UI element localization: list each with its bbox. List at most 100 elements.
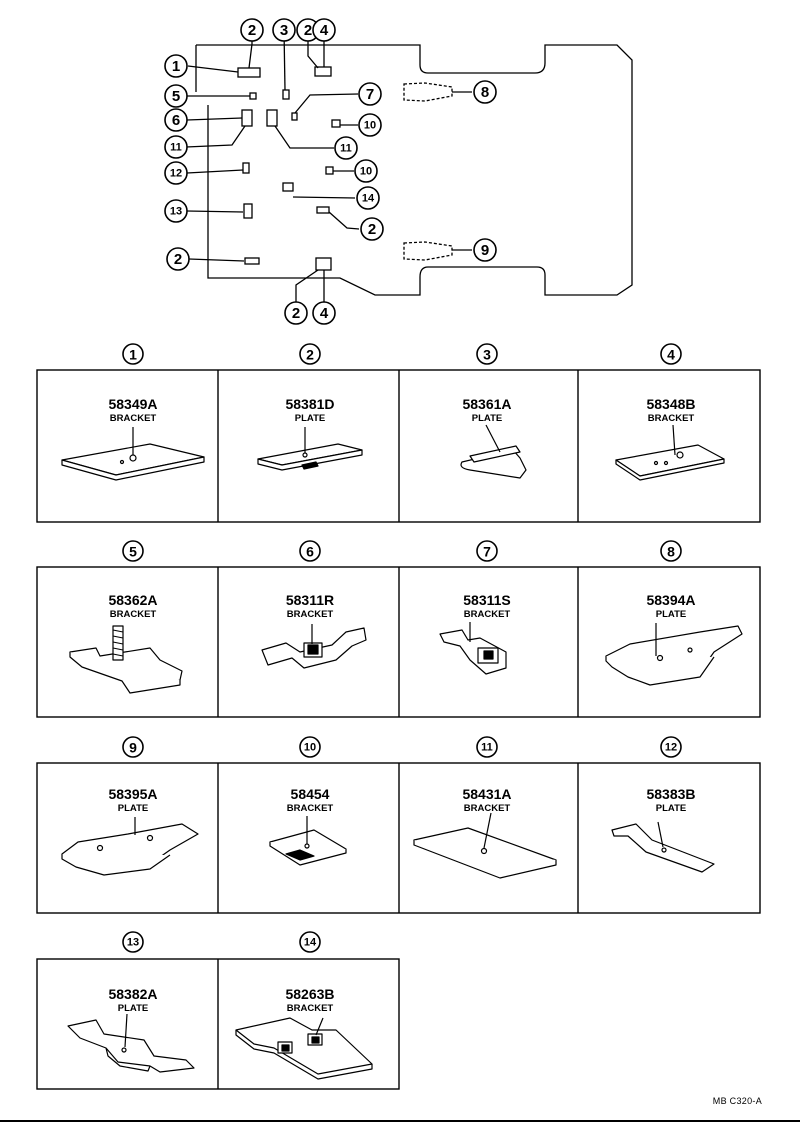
marker-part-8 xyxy=(403,82,453,102)
callout-2: 2 xyxy=(240,18,264,42)
part-heading-circle xyxy=(660,343,682,365)
part-6-drawing xyxy=(261,624,367,669)
callout-2: 2 xyxy=(296,18,320,42)
callout-number: 2 xyxy=(292,305,300,322)
callout-circle xyxy=(312,18,336,42)
part-code: 58454 xyxy=(291,786,330,802)
callout-number: 2 xyxy=(248,22,256,39)
part-code: 58311S xyxy=(463,592,511,608)
part-8-drawing xyxy=(605,623,743,686)
callout-number: 13 xyxy=(170,206,182,218)
callout-number: 4 xyxy=(320,22,329,39)
part-heading-number: 1 xyxy=(129,347,137,363)
part-heading-circle xyxy=(299,736,321,758)
part-7-drawing xyxy=(439,622,507,675)
marker-part-4-bottom xyxy=(315,257,332,271)
part-heading-number: 2 xyxy=(306,347,314,363)
part-code: 58348B xyxy=(646,396,695,412)
part-13-drawing xyxy=(67,1013,195,1073)
part-code: 58383B xyxy=(646,786,695,802)
part-name: PLATE xyxy=(118,803,148,814)
part-name: BRACKET xyxy=(110,609,157,620)
part-heading-circle xyxy=(476,540,498,562)
callout-number: 12 xyxy=(170,168,182,180)
part-heading-number: 7 xyxy=(483,544,491,560)
callout-circle xyxy=(240,18,264,42)
part-name: PLATE xyxy=(472,413,502,424)
callout-circle xyxy=(164,108,188,132)
part-name: PLATE xyxy=(295,413,325,424)
callout-circle xyxy=(334,136,358,160)
callout-circle xyxy=(164,199,188,223)
part-code: 58349A xyxy=(108,396,157,412)
callout-11: 11 xyxy=(334,136,358,160)
part-5-drawing xyxy=(69,625,183,694)
part-heading-circle xyxy=(299,343,321,365)
callout-2: 2 xyxy=(166,247,190,271)
callout-circle xyxy=(164,84,188,108)
callout-circle xyxy=(284,301,308,325)
marker-part-4-top xyxy=(314,66,332,77)
callout-2: 2 xyxy=(360,217,384,241)
callout-number: 1 xyxy=(172,58,180,75)
callout-circle xyxy=(164,54,188,78)
callout-11: 11 xyxy=(164,135,188,159)
callout-number: 11 xyxy=(170,142,182,154)
part-code: 58431A xyxy=(462,786,511,802)
marker-part-7 xyxy=(291,112,298,121)
part-code: 58395A xyxy=(108,786,157,802)
part-heading-circle xyxy=(122,540,144,562)
callout-5: 5 xyxy=(164,84,188,108)
callout-circle xyxy=(272,18,296,42)
callout-13: 13 xyxy=(164,199,188,223)
marker-part-9 xyxy=(403,241,453,261)
callout-circle xyxy=(312,301,336,325)
callout-circle xyxy=(358,82,382,106)
part-name: BRACKET xyxy=(287,803,334,814)
part-heading-number: 9 xyxy=(129,740,137,756)
callout-number: 9 xyxy=(481,242,489,259)
marker-part-5 xyxy=(249,92,257,100)
part-code: 58263B xyxy=(285,986,334,1002)
callout-14: 14 xyxy=(356,186,380,210)
callout-number: 8 xyxy=(481,84,489,101)
callout-4: 4 xyxy=(312,18,336,42)
part-heading-number: 14 xyxy=(304,937,317,949)
part-heading-number: 12 xyxy=(665,742,677,754)
part-14-drawing xyxy=(235,1017,373,1080)
part-heading-circle xyxy=(299,540,321,562)
callout-number: 6 xyxy=(172,112,180,129)
part-heading-number: 13 xyxy=(127,937,139,949)
callout-number: 2 xyxy=(368,221,376,238)
marker-part-13 xyxy=(243,203,253,219)
marker-part-10b xyxy=(325,166,334,175)
callout-circle xyxy=(473,238,497,262)
callout-number: 3 xyxy=(280,22,288,39)
marker-part-11b xyxy=(266,109,278,127)
callout-number: 4 xyxy=(320,305,329,322)
callout-number: 7 xyxy=(366,86,374,103)
marker-part-10a xyxy=(331,119,341,128)
part-heading-number: 11 xyxy=(481,742,493,754)
part-heading-circle xyxy=(299,931,321,953)
part-3-drawing xyxy=(460,424,527,479)
part-code: 58311R xyxy=(286,592,334,608)
floor-outline xyxy=(195,44,633,296)
part-heading-number: 6 xyxy=(306,544,314,560)
part-10-drawing xyxy=(269,816,347,866)
part-heading-circle xyxy=(476,736,498,758)
part-code: 58382A xyxy=(108,986,157,1002)
marker-part-3 xyxy=(282,89,290,100)
part-heading-circle xyxy=(122,931,144,953)
marker-part-14 xyxy=(282,182,294,192)
callout-10: 10 xyxy=(358,113,382,137)
callout-number: 10 xyxy=(364,120,376,132)
